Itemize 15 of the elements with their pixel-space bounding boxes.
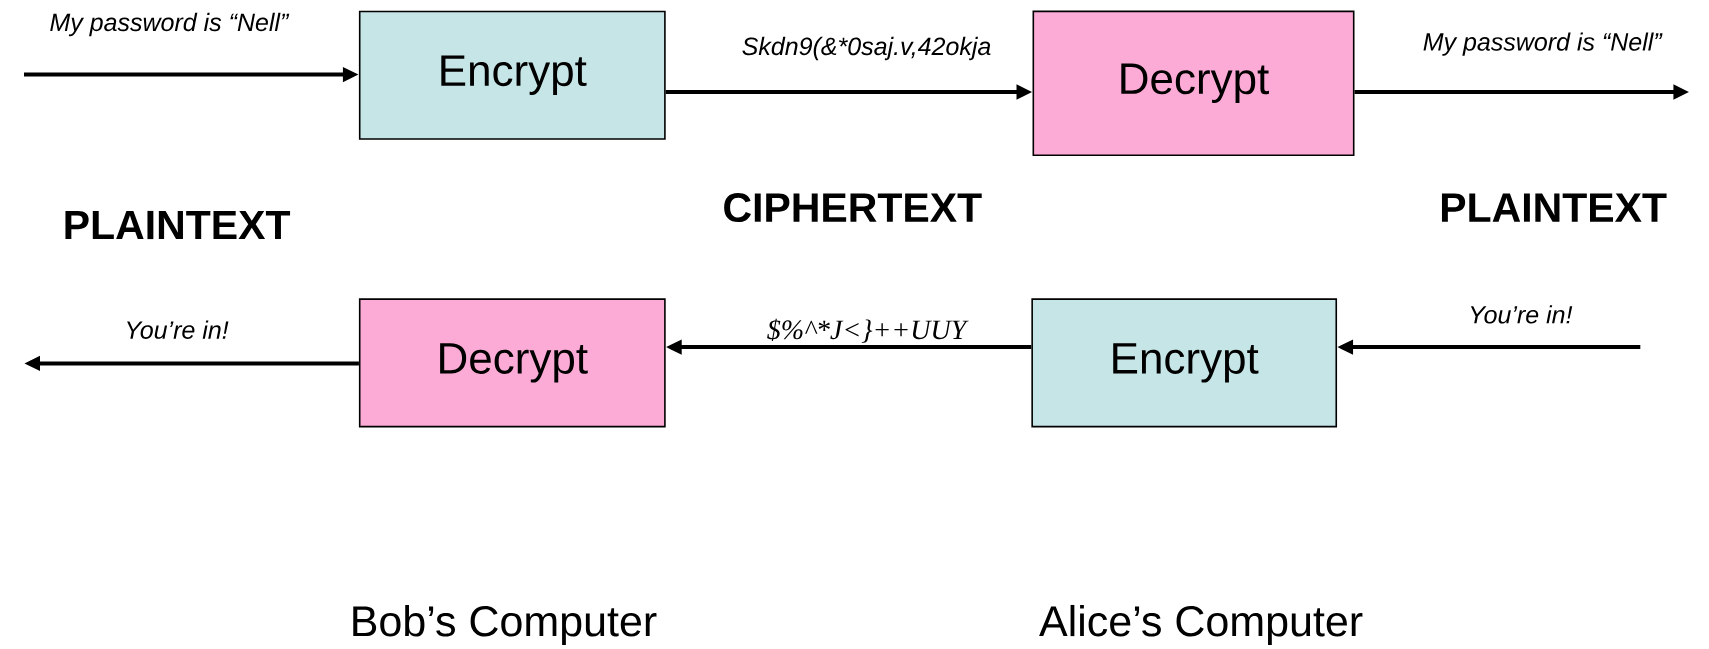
- process-box: Encrypt: [1031, 298, 1338, 428]
- edge-label: You’re in!: [127, 320, 229, 339]
- process-box: Decrypt: [1032, 10, 1355, 157]
- section-heading: PLAINTEXT: [65, 210, 291, 240]
- computer-label: Bob’s Computer: [353, 604, 657, 646]
- process-box: Encrypt: [358, 10, 666, 140]
- section-heading: CIPHERTEXT: [724, 193, 982, 223]
- edge-label: $%^*J<}++UUY: [767, 318, 969, 343]
- process-box: Decrypt: [358, 298, 666, 428]
- edge-label: Skdn9(&*0saj.v,42okja: [742, 36, 991, 61]
- edge-label: You’re in!: [1470, 305, 1573, 324]
- edge-label: My password is “Nell”: [50, 12, 290, 37]
- section-heading: PLAINTEXT: [1441, 193, 1667, 222]
- computer-label: Alice’s Computer: [1039, 604, 1363, 646]
- edge-label: My password is “Nell”: [1423, 32, 1663, 56]
